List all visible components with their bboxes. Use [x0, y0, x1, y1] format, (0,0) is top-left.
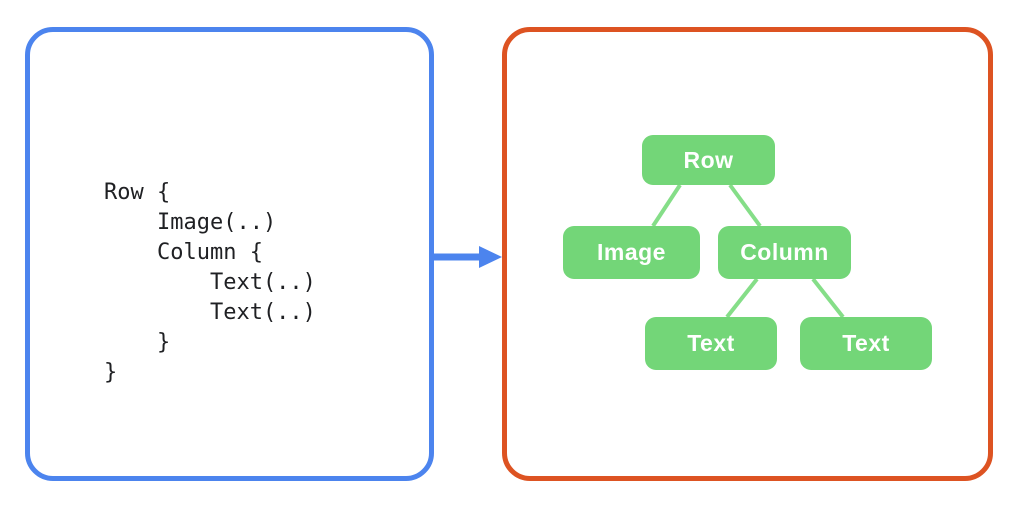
tree-node-image: Image — [563, 226, 700, 279]
tree-node-text-1: Text — [645, 317, 777, 370]
tree-node-row: Row — [642, 135, 775, 185]
tree-node-image-label: Image — [597, 239, 666, 265]
tree-panel: Row Image Column Text Text — [502, 27, 993, 481]
connector-column-text2 — [811, 277, 845, 319]
code-block: Row { Image(..) Column { Text(..) Text(.… — [104, 180, 316, 385]
connector-column-text1 — [725, 277, 759, 319]
code-panel: Row { Image(..) Column { Text(..) Text(.… — [25, 27, 434, 481]
tree-node-row-label: Row — [683, 146, 734, 173]
tree-connectors — [651, 183, 845, 319]
tree-node-column: Column — [718, 226, 851, 279]
connector-row-column — [728, 183, 762, 228]
connector-row-image — [651, 183, 682, 228]
arrow-right-icon — [433, 246, 502, 268]
tree-node-text-2: Text — [800, 317, 932, 370]
tree-node-text-2-label: Text — [842, 330, 890, 356]
tree-node-column-label: Column — [740, 239, 829, 265]
tree-node-text-1-label: Text — [687, 330, 735, 356]
